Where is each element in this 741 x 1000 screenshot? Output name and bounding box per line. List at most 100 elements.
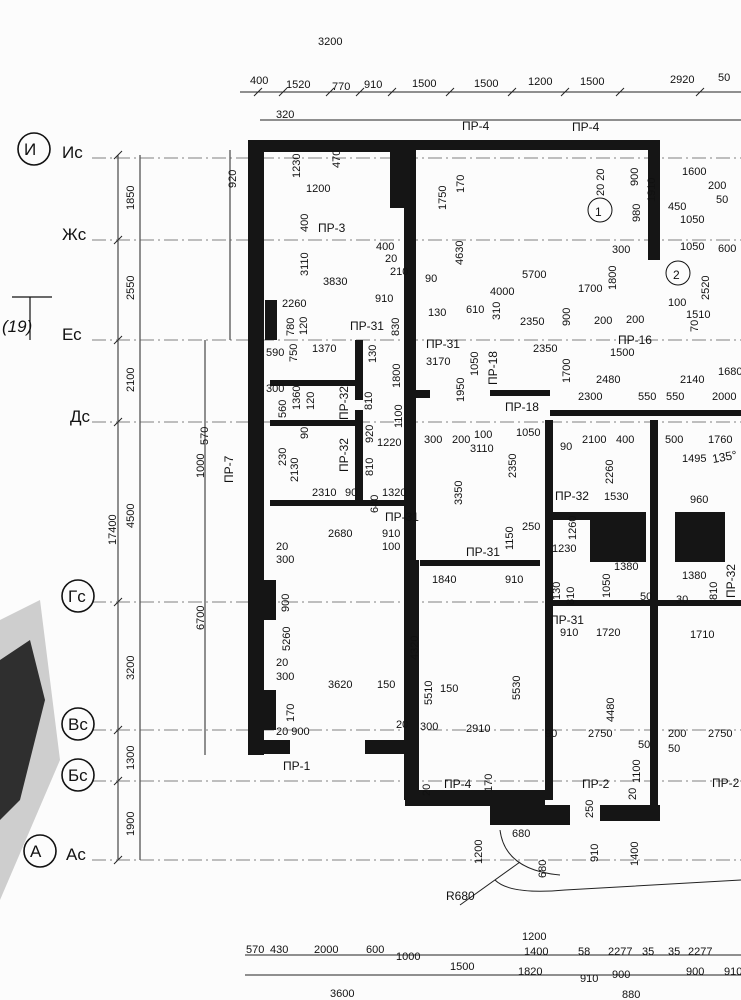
axis-marker: Гс [61, 579, 95, 613]
dimension-label: 1200 [528, 76, 552, 88]
axis-circle [23, 834, 57, 868]
dimension-label: 5510 [423, 681, 435, 705]
dimension-label: 450 [668, 201, 686, 213]
opening-mark-label: ПР-4 [444, 777, 472, 791]
axis-marker: Вс [61, 707, 95, 741]
wall [520, 140, 650, 150]
wall [264, 690, 276, 730]
dimension-label: 35 [668, 946, 680, 958]
dimension-label: 430 [270, 944, 288, 956]
dimension-label: 2550 [125, 276, 137, 300]
dimension-label: 1230 [291, 154, 303, 178]
dimension-label: 980 [631, 204, 643, 222]
dimension-label: 3350 [453, 481, 465, 505]
dimension-label: 2260 [282, 298, 306, 310]
dimension-label: 170 [285, 704, 297, 722]
dimension-label: 3200 [318, 36, 342, 48]
axis-label: И [24, 140, 36, 159]
dimension-label: 2000 [712, 391, 736, 403]
dimension-label: 910 [364, 79, 382, 91]
axis-label: Жс [62, 225, 87, 244]
dimension-label: 1100 [393, 404, 405, 428]
axis-marker: Дс [70, 407, 91, 426]
axis-label: Ас [66, 845, 86, 864]
wall [420, 560, 540, 566]
dimension-label: 4000 [490, 286, 514, 298]
wall [650, 420, 658, 820]
dimension-label: 5700 [522, 269, 546, 281]
dimension-label: 170 [455, 175, 467, 193]
opening-mark-label: ПР-32 [337, 438, 351, 472]
stain [0, 600, 60, 900]
dimension-label: 1100 [631, 759, 643, 783]
opening-mark-label: ПР-31 [426, 337, 460, 351]
dimension-label: 1200 [473, 840, 485, 864]
dimension-label: 300 [266, 383, 284, 395]
dimension-label: 910 [560, 627, 578, 639]
opening-mark-label: R680 [446, 889, 475, 903]
dimension-label: 5530 [511, 676, 523, 700]
dimension-label: 500 [665, 434, 683, 446]
opening-mark-label: ПР-16 [618, 333, 652, 347]
dimension-label: 2680 [328, 528, 352, 540]
axis-label: А [30, 842, 42, 861]
dimension-label: 300 [612, 244, 630, 256]
dimension-label: 2000 [314, 944, 338, 956]
dimension-label: 2920 [670, 74, 694, 86]
dimension-label: 1760 [708, 434, 732, 446]
axis-label: Вс [68, 715, 88, 734]
opening-mark-label: ПР-32 [555, 489, 589, 503]
wall [490, 805, 570, 825]
dimension-label: 1200 [522, 931, 546, 943]
dimension-label: 1050 [680, 241, 704, 253]
dimension-label: 300 [424, 434, 442, 446]
axis-label: Бс [68, 766, 88, 785]
wall [545, 600, 741, 606]
dimension-label: 2300 [578, 391, 602, 403]
dimension-label: 170 [483, 774, 495, 792]
dimension-label: 1910 [646, 178, 658, 202]
dimension-label: 20 [396, 719, 408, 731]
dimension-label: 640 [369, 495, 381, 513]
dimension-label: 1380 [614, 561, 638, 573]
dimension-label: 1500 [450, 961, 474, 973]
dimension-label: 50 [668, 743, 680, 755]
dimension-label: 1750 [437, 186, 449, 210]
axis-marker: Ес [62, 325, 82, 344]
opening-mark-label: ПР-7 [222, 455, 236, 483]
dimension-label: 2260 [604, 460, 616, 484]
section-mark-label: (19) [2, 317, 32, 336]
dimension-label: 100 [382, 541, 400, 553]
dimension-label: 3600 [330, 988, 354, 1000]
dimension-label: 1710 [690, 629, 714, 641]
stair-number: 2 [673, 268, 680, 282]
dimension-label: 470 [331, 150, 343, 168]
dimension-label: 150 [440, 683, 458, 695]
opening-mark-label: ПР-1 [283, 759, 311, 773]
dimension-label: 1150 [504, 526, 516, 550]
dimension-label: 3170 [426, 356, 450, 368]
wall [410, 390, 430, 398]
axis-marker: А [23, 834, 57, 868]
axis-marker: И [17, 132, 51, 166]
dimension-label: 750 [288, 344, 300, 362]
opening-mark-label: ПР-3 [318, 221, 346, 235]
axis-marker: Ис [62, 143, 83, 162]
dimension-label: 910 [375, 293, 393, 305]
dimension-label: 4630 [454, 241, 466, 265]
dimension-label: 1500 [474, 78, 498, 90]
dimension-label: 58 [578, 946, 590, 958]
dimension-label: 70 [689, 320, 701, 332]
wall [265, 300, 277, 340]
dimension-label: 210 [390, 266, 408, 278]
dimension-label: 4500 [125, 504, 137, 528]
dimension-label: 6700 [195, 606, 207, 630]
dimension-label: 20 20 [595, 168, 607, 196]
dimension-label: 910 [589, 844, 601, 862]
dimension-label: 130 [551, 582, 563, 600]
dimension-label: 1050 [469, 352, 481, 376]
opening-mark-label: ПР-18 [505, 400, 539, 414]
